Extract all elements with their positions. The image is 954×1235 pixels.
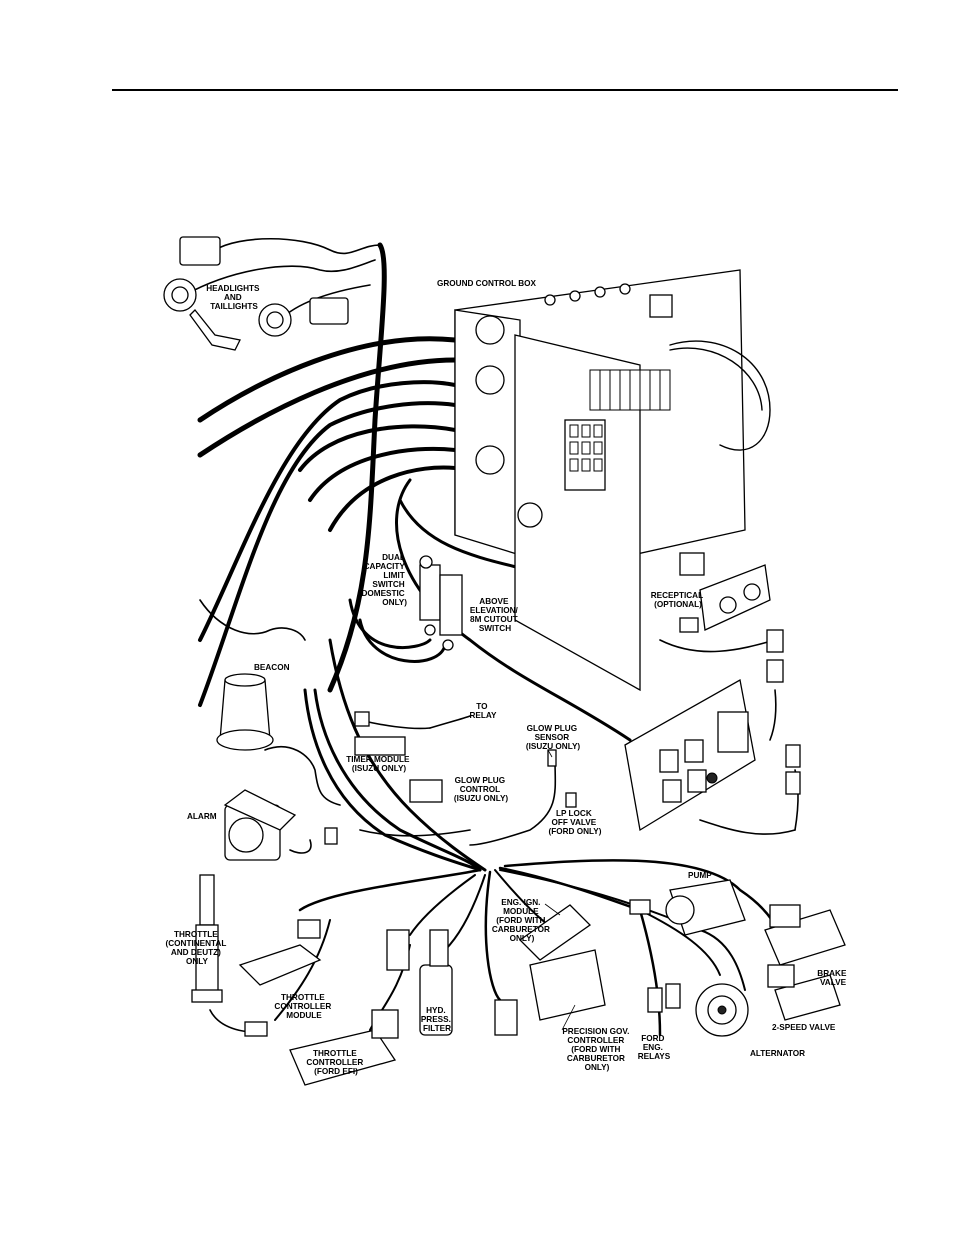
throttle-controller-efi: [289, 929, 410, 1086]
label-throttle-controller-efi: THROTTLE CONTROLLER (FORD EFI): [306, 1049, 365, 1076]
label-throttle-controller-module: THROTTLE CONTROLLER MODULE: [274, 993, 333, 1020]
pump-unit: [629, 879, 746, 936]
label-above-elevation: ABOVE ELEVATION/ 8M CUTOUT SWITCH: [470, 597, 520, 633]
label-throttle: THROTTLE (CONTINENTAL AND DEUTZ) ONLY: [166, 930, 229, 966]
ground-control-box: [454, 269, 771, 692]
label-brake-valve: BRAKE VALVE: [817, 969, 848, 987]
ford-relays: [647, 983, 681, 1013]
label-glow-plug-sensor: GLOW PLUG SENSOR (ISUZU ONLY): [526, 724, 581, 751]
valves: [764, 904, 846, 1021]
governor-controller: [494, 904, 606, 1036]
headlights-assembly: [163, 236, 349, 351]
label-to-relay: TO RELAY: [470, 702, 498, 720]
label-alternator: ALTERNATOR: [750, 1049, 805, 1058]
label-precision-gov: PRECISION GOV. CONTROLLER (FORD WITH CAR…: [562, 1027, 631, 1072]
header-rule: [112, 89, 898, 91]
throttle-controller-module: [238, 919, 322, 986]
alarm-device: [223, 789, 338, 861]
diagram-labels: HEADLIGHTS AND TAILLIGHTS GROUND CONTROL…: [166, 279, 848, 1076]
label-ford-eng-relays: FORD ENG. RELAYS: [638, 1034, 671, 1061]
hyd-filter: [419, 929, 453, 1036]
label-pump: PUMP: [688, 871, 712, 880]
label-receptical: RECEPTICAL (OPTIONAL): [651, 591, 705, 609]
label-alarm: ALARM: [187, 812, 217, 821]
beacon-light: [216, 673, 274, 751]
label-timer-module: TIMER MODULE (ISUZU ONLY): [346, 755, 412, 773]
label-eng-ign-module: ENG. IGN. MODULE (FORD WITH CARBURETOR O…: [492, 898, 552, 943]
alternator-unit: [695, 983, 749, 1037]
label-headlights: HEADLIGHTS AND TAILLIGHTS: [206, 284, 262, 311]
label-beacon: BEACON: [254, 663, 290, 672]
label-two-speed-valve: 2-SPEED VALVE: [772, 1023, 836, 1032]
main-harness: [197, 242, 632, 872]
throttle-actuator: [191, 874, 268, 1037]
label-glow-plug-control: GLOW PLUG CONTROL (ISUZU ONLY): [454, 776, 509, 803]
label-hyd-press-filter: HYD. PRESS. FILTER: [421, 1006, 453, 1033]
leader-lines: [544, 749, 576, 1031]
receptical-box: [679, 564, 784, 683]
outlet-box: [624, 678, 801, 832]
timer-glow-modules: [354, 711, 577, 808]
label-dual-capacity: DUAL CAPACITY LIMIT SWITCH (DOMESTIC ONL…: [359, 553, 408, 607]
label-lp-lock: LP LOCK OFF VALVE (FORD ONLY): [549, 809, 602, 836]
limit-switches: [419, 555, 463, 651]
label-ground-control-box: GROUND CONTROL BOX: [437, 279, 537, 288]
